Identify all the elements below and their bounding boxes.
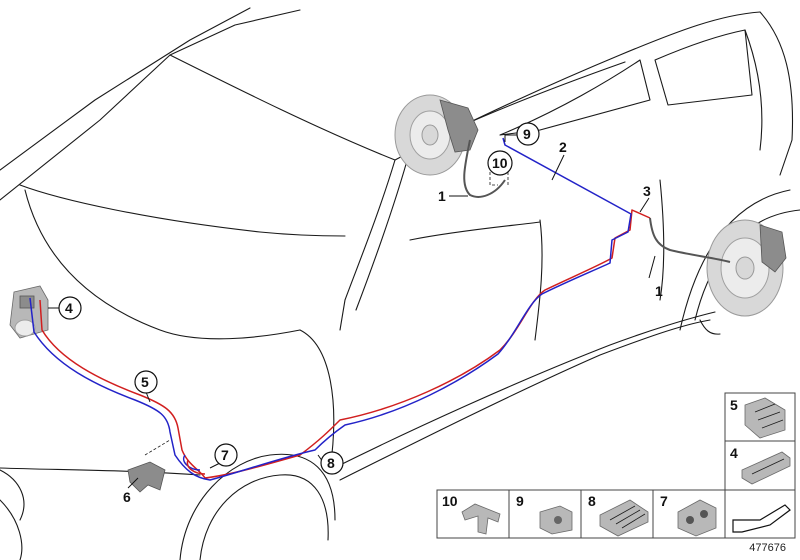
tile-number: 10 xyxy=(442,493,458,509)
front-brake-disc-icon xyxy=(394,94,479,176)
legend-tile-4: 4 xyxy=(724,440,796,491)
arrow-icon xyxy=(732,504,791,533)
callout-2: 2 xyxy=(559,139,567,155)
bracket-icon xyxy=(127,461,166,493)
callout-6: 6 xyxy=(123,489,131,505)
legend-tile-arrow xyxy=(724,489,796,539)
callout-number: 8 xyxy=(327,455,335,471)
callout-number: 6 xyxy=(123,489,131,505)
brake-lines xyxy=(29,137,731,481)
legend-tile-8: 8 xyxy=(580,489,654,539)
callout-5: 5 xyxy=(134,370,158,394)
legend-tile-9: 9 xyxy=(508,489,582,539)
tile-number: 9 xyxy=(516,493,524,509)
callout-9: 9 xyxy=(516,122,540,146)
abs-unit-icon xyxy=(9,285,49,339)
callout-number: 5 xyxy=(141,374,149,390)
rear-brake-disc-icon xyxy=(706,219,787,317)
callout-4: 4 xyxy=(58,296,82,320)
callout-8: 8 xyxy=(320,451,344,475)
callout-7: 7 xyxy=(214,443,238,467)
callout-10: 10 xyxy=(487,150,513,176)
tile-number: 7 xyxy=(660,493,668,509)
callout-number: 3 xyxy=(643,183,651,199)
callout-number: 1 xyxy=(438,188,446,204)
callout-number: 2 xyxy=(559,139,567,155)
clip-icon xyxy=(599,499,649,537)
clip-icon xyxy=(741,451,791,485)
tile-number: 5 xyxy=(730,397,738,413)
callout-number: 4 xyxy=(65,300,73,316)
legend-tile-10: 10 xyxy=(436,489,510,539)
callout-number: 7 xyxy=(221,447,229,463)
callout-number: 10 xyxy=(492,155,508,171)
legend-tile-5: 5 xyxy=(724,392,796,442)
clip-icon xyxy=(461,503,501,535)
car-outline xyxy=(0,7,800,560)
callout-number: 1 xyxy=(655,283,663,299)
tile-number: 8 xyxy=(588,493,596,509)
diagram-number: 477676 xyxy=(749,542,786,554)
tile-number: 4 xyxy=(730,445,738,461)
clip-icon xyxy=(677,499,717,537)
callout-number: 9 xyxy=(523,126,531,142)
callout-1-rear: 1 xyxy=(655,283,663,299)
legend-tile-7: 7 xyxy=(652,489,726,539)
leader-lines xyxy=(48,134,656,489)
callout-1-front: 1 xyxy=(438,188,446,204)
callout-3: 3 xyxy=(643,183,651,199)
clip-icon xyxy=(744,397,786,439)
